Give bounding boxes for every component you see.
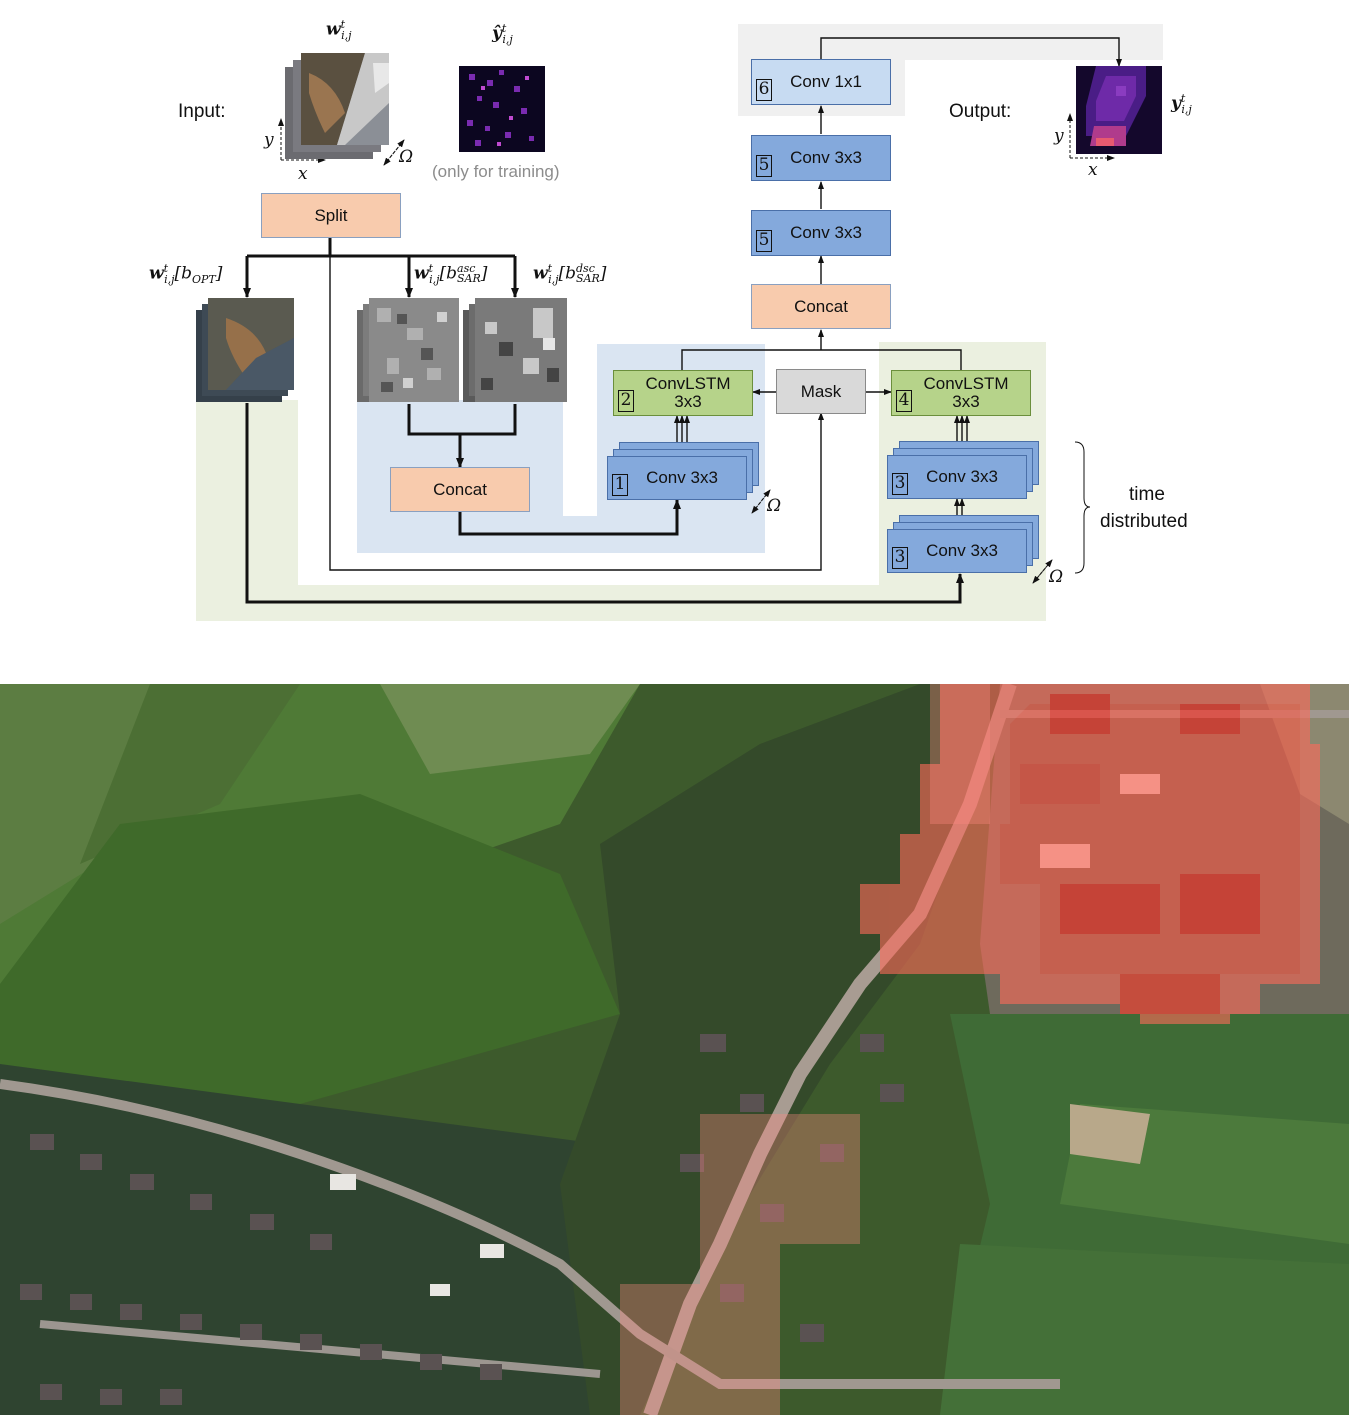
conv5b-number: 5 (756, 155, 772, 177)
convlstm2-number: 2 (618, 390, 634, 412)
output-symbol: yti,j (1171, 92, 1192, 117)
conv5b-box: 5 Conv 3x3 (751, 135, 891, 181)
conv3a-box: 3 Conv 3x3 (887, 455, 1027, 499)
output-label: Output: (949, 101, 1012, 122)
conv3a-number: 3 (892, 473, 908, 495)
input-axis-x: x (298, 164, 308, 184)
top-concat-box: Concat (751, 284, 891, 329)
conv3b-box: 3 Conv 3x3 (887, 529, 1027, 573)
sar-concat-label: Concat (433, 479, 487, 499)
aerial-photo-drawing (0, 684, 1349, 1415)
architecture-diagram: Split Concat Concat Mask 1 Conv 3x3 2 Co… (0, 0, 1349, 640)
split-box: Split (261, 193, 401, 238)
conv3-omega: Ω (1049, 567, 1064, 587)
conv1-box: 1 Conv 3x3 (607, 456, 747, 500)
convlstm4-box: 4 ConvLSTM 3x3 (891, 370, 1031, 416)
convlstm2-label-1: ConvLSTM (645, 374, 731, 394)
training-target-symbol: ŷti,j (492, 22, 513, 47)
connector-lines (243, 37, 1122, 604)
conv6-box: 6 Conv 1x1 (751, 59, 891, 105)
conv3b-label: Conv 3x3 (926, 541, 998, 561)
input-label: Input: (178, 101, 226, 122)
split-label: Split (314, 205, 348, 225)
training-target-tile (459, 66, 545, 152)
convlstm4-number: 4 (896, 390, 912, 412)
output-axis-x: x (1088, 160, 1098, 180)
sar-dsc-image-stack (463, 298, 567, 402)
time-distributed-label-1: time (1129, 484, 1165, 505)
conv5a-box: 5 Conv 3x3 (751, 210, 891, 256)
conv5a-number: 5 (756, 230, 772, 252)
conv6-number: 6 (756, 79, 772, 101)
conv5b-label: Conv 3x3 (790, 148, 862, 168)
conv5a-label: Conv 3x3 (790, 223, 862, 243)
output-axis-y: y (1054, 126, 1064, 146)
conv1-omega: Ω (767, 496, 782, 516)
input-image-stack (285, 53, 389, 159)
mask-label: Mask (800, 381, 842, 401)
top-concat-label: Concat (794, 296, 848, 316)
time-distributed-label-2: distributed (1100, 511, 1188, 532)
conv1-number: 1 (612, 474, 628, 496)
input-axis-y: y (264, 130, 274, 150)
convlstm2-box: 2 ConvLSTM 3x3 (613, 370, 753, 416)
conv1-label: Conv 3x3 (646, 468, 718, 488)
mask-box: Mask (776, 369, 866, 414)
sar-concat-box: Concat (390, 467, 530, 512)
output-prediction-tile (1076, 66, 1162, 154)
conv3b-number: 3 (892, 547, 908, 569)
conv3a-label: Conv 3x3 (926, 467, 998, 487)
convlstm4-label-1: ConvLSTM (923, 374, 1009, 394)
conv6-label: Conv 1x1 (790, 72, 862, 92)
optical-image-stack (196, 298, 294, 402)
optical-band-symbol: wti,j[bOPT] (149, 262, 223, 287)
convlstm4-label-2: 3x3 (952, 392, 980, 411)
input-omega: Ω (399, 147, 414, 167)
aerial-photo-heatmap (0, 684, 1349, 1415)
convlstm2-label-2: 3x3 (674, 392, 702, 411)
sar-asc-image-stack (357, 298, 459, 402)
training-note: (only for training) (432, 162, 560, 181)
input-symbol: wti,j (326, 18, 352, 43)
sar-top-region (357, 400, 563, 410)
